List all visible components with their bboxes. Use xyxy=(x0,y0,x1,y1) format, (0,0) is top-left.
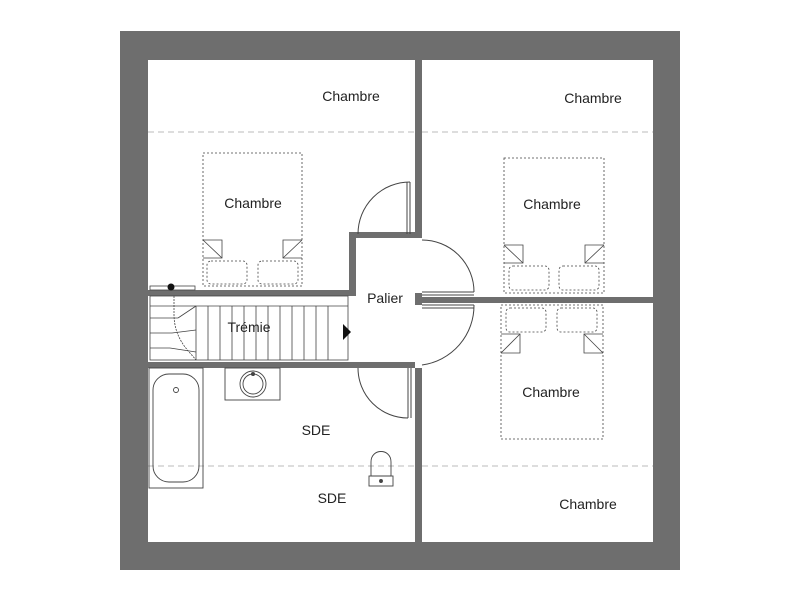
label-palier: Palier xyxy=(367,290,403,306)
door-opening-bottom xyxy=(415,305,422,368)
room-bottom-right xyxy=(422,303,653,542)
label-chambre-3-bed: Chambre xyxy=(522,384,580,400)
label-chambre-3-bottom: Chambre xyxy=(559,496,617,512)
door-sde[interactable] xyxy=(357,367,412,419)
bed-bottom-right xyxy=(500,304,604,440)
room-palier xyxy=(356,238,415,368)
label-tremie: Trémie xyxy=(227,319,270,335)
door-chambre-right-top[interactable] xyxy=(421,239,475,296)
door-palier-top[interactable] xyxy=(357,181,411,235)
wall-stair-bottom xyxy=(148,362,415,368)
wall-palier-top xyxy=(349,232,415,238)
label-sde-lower: SDE xyxy=(318,490,347,506)
washbasin xyxy=(224,367,281,401)
bed-top-right xyxy=(503,157,605,294)
door-opening-top xyxy=(415,238,422,293)
label-chambre-2-top: Chambre xyxy=(564,90,622,106)
wall-palier-left xyxy=(349,232,356,290)
staircase xyxy=(149,295,349,361)
door-opening-palier-left xyxy=(349,296,356,362)
wall-center-vertical-bottom xyxy=(415,368,422,542)
label-chambre-1-bed: Chambre xyxy=(224,195,282,211)
wall-right-horizontal xyxy=(422,297,653,303)
bathtub xyxy=(148,367,204,489)
wall-center-vertical-top xyxy=(415,60,422,238)
wall-stair-top xyxy=(148,290,356,296)
bed-top-left xyxy=(202,152,303,287)
stair-direction-arrow xyxy=(343,324,351,340)
toilet xyxy=(368,451,394,487)
door-chambre-right-bottom[interactable] xyxy=(421,304,475,366)
label-sde-upper: SDE xyxy=(302,422,331,438)
label-chambre-1-top: Chambre xyxy=(322,88,380,104)
label-chambre-2-bed: Chambre xyxy=(523,196,581,212)
stair-post xyxy=(167,283,175,291)
